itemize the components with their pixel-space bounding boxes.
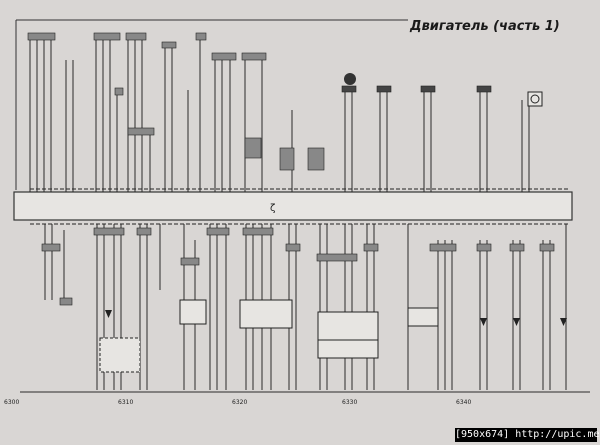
upper-wires xyxy=(29,40,530,192)
harness-junction-glyph: ζ xyxy=(270,203,275,214)
injectors xyxy=(341,85,492,93)
scale-label-6300: 6300 xyxy=(4,399,20,406)
ground-symbols xyxy=(105,310,567,326)
check-engine-lamp-icon xyxy=(344,73,356,85)
sensor-b34-icon xyxy=(530,94,540,104)
maf-sensor-box xyxy=(239,299,293,329)
scale-label-6330: 6330 xyxy=(342,399,358,406)
lower-connector-caps xyxy=(41,227,555,306)
image-credit: [950x674] http://upic.me/ xyxy=(455,428,600,442)
idle-valve-box xyxy=(99,337,141,373)
scale-label-6310: 6310 xyxy=(118,399,134,406)
diagram-title: Двигатель (часть 1) xyxy=(410,19,560,34)
oxygen-sensor-box xyxy=(317,311,379,341)
scale-label-6340: 6340 xyxy=(456,399,472,406)
oxygen-heater-box xyxy=(317,339,379,359)
top-wire-caps xyxy=(27,32,325,171)
crank-sensor-box xyxy=(407,307,439,327)
upper-frame xyxy=(15,19,408,190)
main-harness-band xyxy=(13,191,573,221)
throttle-box xyxy=(179,299,207,325)
sensor-b34 xyxy=(527,91,543,107)
lower-wires xyxy=(44,224,567,390)
scale-label-6320: 6320 xyxy=(232,399,248,406)
